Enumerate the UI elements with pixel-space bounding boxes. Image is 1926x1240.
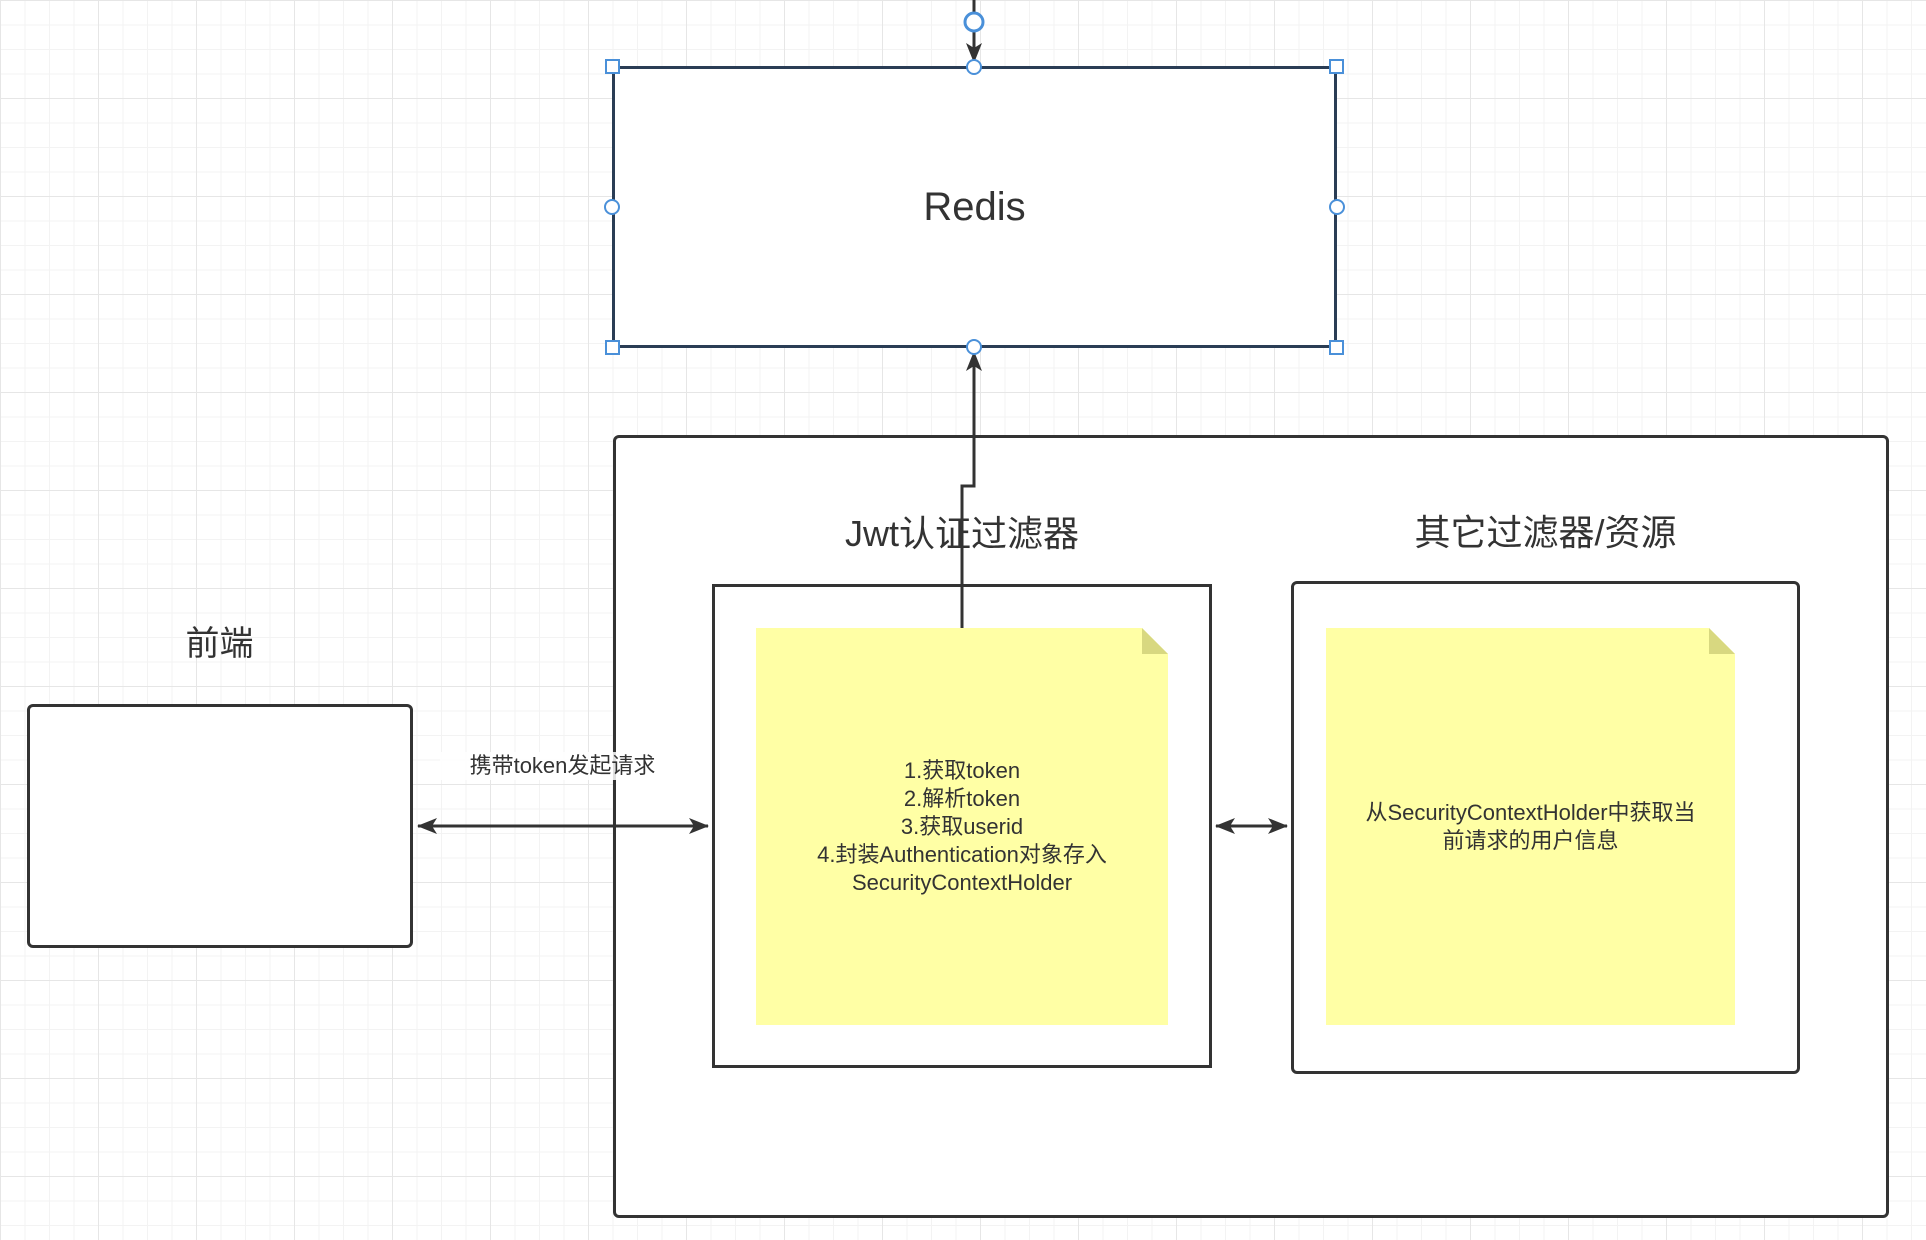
connection-point-bottom[interactable] <box>966 339 982 355</box>
request-edge-label[interactable]: 携带token发起请求 <box>440 752 685 780</box>
jwt-filter-note[interactable]: 1.获取token 2.解析token 3.获取userid 4.封装Authe… <box>756 628 1168 1025</box>
resize-handle-bottom-right[interactable] <box>1329 340 1344 355</box>
frontend-box[interactable] <box>27 704 413 948</box>
connection-point-right[interactable] <box>1329 199 1345 215</box>
other-filters-title: 其它过滤器/资源 <box>1414 512 1677 553</box>
frontend-title: 前端 <box>185 625 254 663</box>
redis-label: Redis <box>923 185 1026 229</box>
resize-handle-top-right[interactable] <box>1329 59 1344 74</box>
other-filters-note[interactable]: 从SecurityContextHolder中获取当 前请求的用户信息 <box>1326 628 1735 1025</box>
jwt-to-redis-edge[interactable] <box>960 351 982 628</box>
resize-handle-top-left[interactable] <box>605 59 620 74</box>
connection-point-left[interactable] <box>604 199 620 215</box>
redis-selection-handles[interactable] <box>604 11 1345 355</box>
redis-box[interactable] <box>612 66 1337 348</box>
rotate-handle[interactable] <box>963 11 985 33</box>
resize-handle-bottom-left[interactable] <box>605 340 620 355</box>
connection-point-top[interactable] <box>966 59 982 75</box>
